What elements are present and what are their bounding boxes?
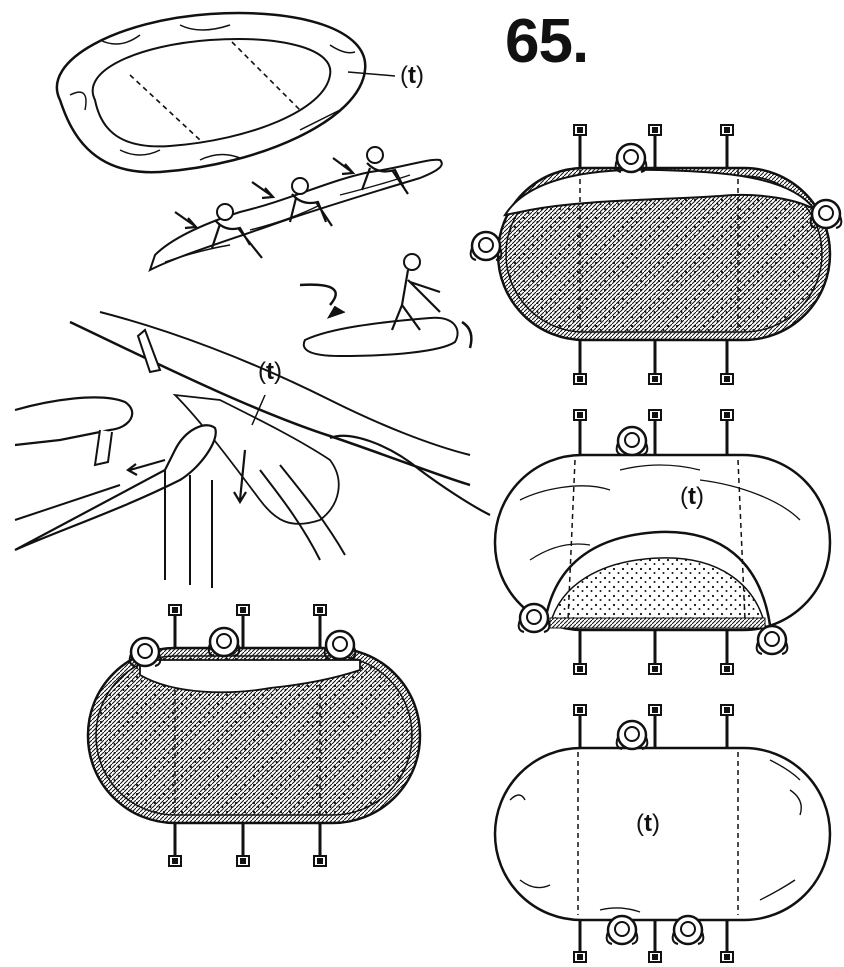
liner-label-stage-4: (t): [636, 810, 660, 838]
pool-stage-2: [495, 410, 830, 674]
worker-unfolding-panel: [300, 254, 471, 356]
liner-label-folded: (t): [400, 62, 424, 90]
liner-label-stage-2: (t): [680, 483, 704, 511]
folded-liner-panel: [57, 13, 395, 172]
pool-stage-4: [495, 705, 830, 962]
step-number: 65.: [505, 6, 588, 77]
liner-label-hands: (t): [258, 358, 282, 386]
pool-stage-3: [88, 605, 420, 866]
pool-stage-1: [471, 125, 842, 384]
hands-clipping-panel: [15, 312, 490, 588]
